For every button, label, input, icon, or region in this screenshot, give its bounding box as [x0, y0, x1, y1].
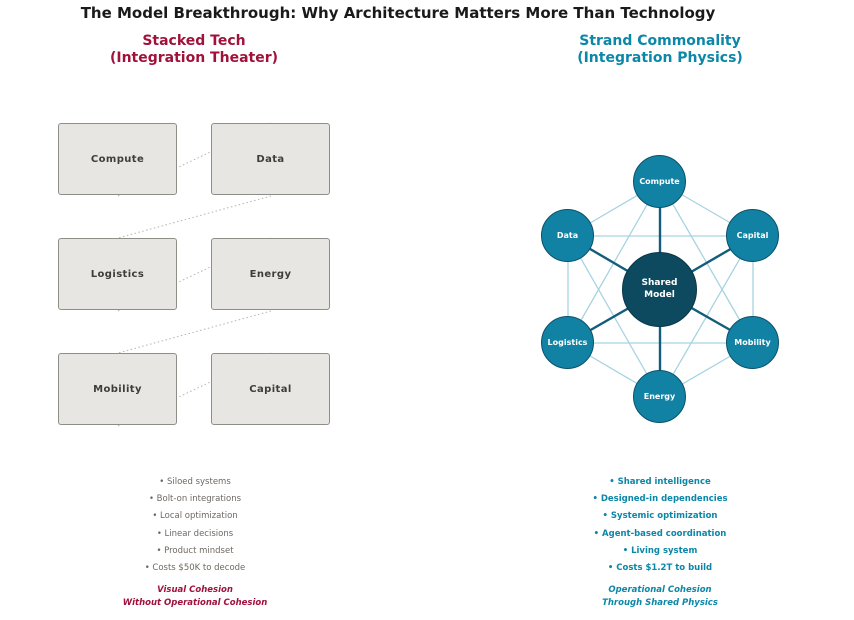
right-bullet-3: • Systemic optimization: [602, 511, 718, 522]
stacked-box-data-label: Data: [256, 153, 285, 165]
right-bullet-list: • Shared intelligence • Designed-in depe…: [485, 474, 835, 577]
left-bullet-5: • Product mindset: [156, 545, 234, 556]
left-caption-line2: Without Operational Cohesion: [122, 597, 268, 608]
stacked-box-capital-label: Capital: [249, 383, 292, 395]
connector-energy-mobility: [117, 310, 272, 354]
left-bullet-2: • Bolt-on integrations: [148, 494, 242, 505]
stacked-box-logistics: Logistics: [58, 238, 177, 310]
left-bullet-4: • Linear decisions: [156, 528, 234, 539]
right-bullet-5: • Living system: [622, 545, 698, 556]
connector-data-logistics: [117, 195, 272, 239]
stacked-box-capital: Capital: [211, 353, 330, 425]
network-hub-shared-model: Shared Model: [622, 252, 697, 327]
stacked-box-compute: Compute: [58, 123, 177, 195]
stacked-box-energy: Energy: [211, 238, 330, 310]
left-bullet-3: • Local optimization: [152, 511, 238, 522]
network-node-compute: Compute: [633, 155, 686, 208]
network-node-logistics-label: Logistics: [547, 338, 588, 347]
right-caption: Operational Cohesion Through Shared Phys…: [485, 584, 835, 609]
right-heading-line2: (Integration Physics): [577, 50, 743, 66]
right-bullet-6: • Costs $1.2T to build: [607, 563, 713, 574]
network-node-energy: Energy: [633, 370, 686, 423]
figure-title: The Model Breakthrough: Why Architecture…: [80, 4, 716, 22]
stacked-box-compute-label: Compute: [90, 153, 145, 165]
right-caption-line1: Operational Cohesion: [608, 585, 712, 595]
right-bullet-1: • Shared intelligence: [609, 477, 711, 487]
network-node-data: Data: [541, 209, 594, 262]
left-caption: Visual Cohesion Without Operational Cohe…: [20, 584, 370, 609]
network-node-logistics: Logistics: [541, 316, 594, 369]
left-bullet-list: • Siloed systems • Bolt-on integrations …: [20, 474, 370, 577]
network-node-mobility-label: Mobility: [734, 338, 771, 347]
right-bullet-4: • Agent-based coordination: [593, 528, 727, 539]
right-panel-heading: Strand Commonality (Integration Physics): [577, 33, 743, 67]
left-bullet-1: • Siloed systems: [159, 477, 231, 487]
network-node-capital: Capital: [726, 209, 779, 262]
right-heading-line1: Strand Commonality: [579, 33, 741, 49]
network-hub-label: Shared Model: [641, 278, 678, 300]
stacked-box-energy-label: Energy: [249, 268, 292, 280]
stacked-box-mobility: Mobility: [58, 353, 177, 425]
stacked-box-mobility-label: Mobility: [93, 383, 142, 395]
left-heading-line1: Stacked Tech: [142, 33, 246, 49]
left-caption-line1: Visual Cohesion: [157, 585, 233, 595]
left-heading-line2: (Integration Theater): [109, 50, 279, 66]
right-caption-line2: Through Shared Physics: [602, 597, 718, 608]
network-node-energy-label: Energy: [643, 392, 676, 401]
left-panel-heading: Stacked Tech (Integration Theater): [110, 33, 278, 67]
right-bullet-2: • Designed-in dependencies: [592, 494, 728, 505]
network-node-mobility: Mobility: [726, 316, 779, 369]
network-node-compute-label: Compute: [639, 177, 680, 186]
network-node-data-label: Data: [556, 231, 579, 240]
stacked-box-data: Data: [211, 123, 330, 195]
stacked-box-logistics-label: Logistics: [90, 268, 145, 280]
left-bullet-6: • Costs $50K to decode: [144, 563, 246, 574]
network-node-capital-label: Capital: [736, 231, 769, 240]
